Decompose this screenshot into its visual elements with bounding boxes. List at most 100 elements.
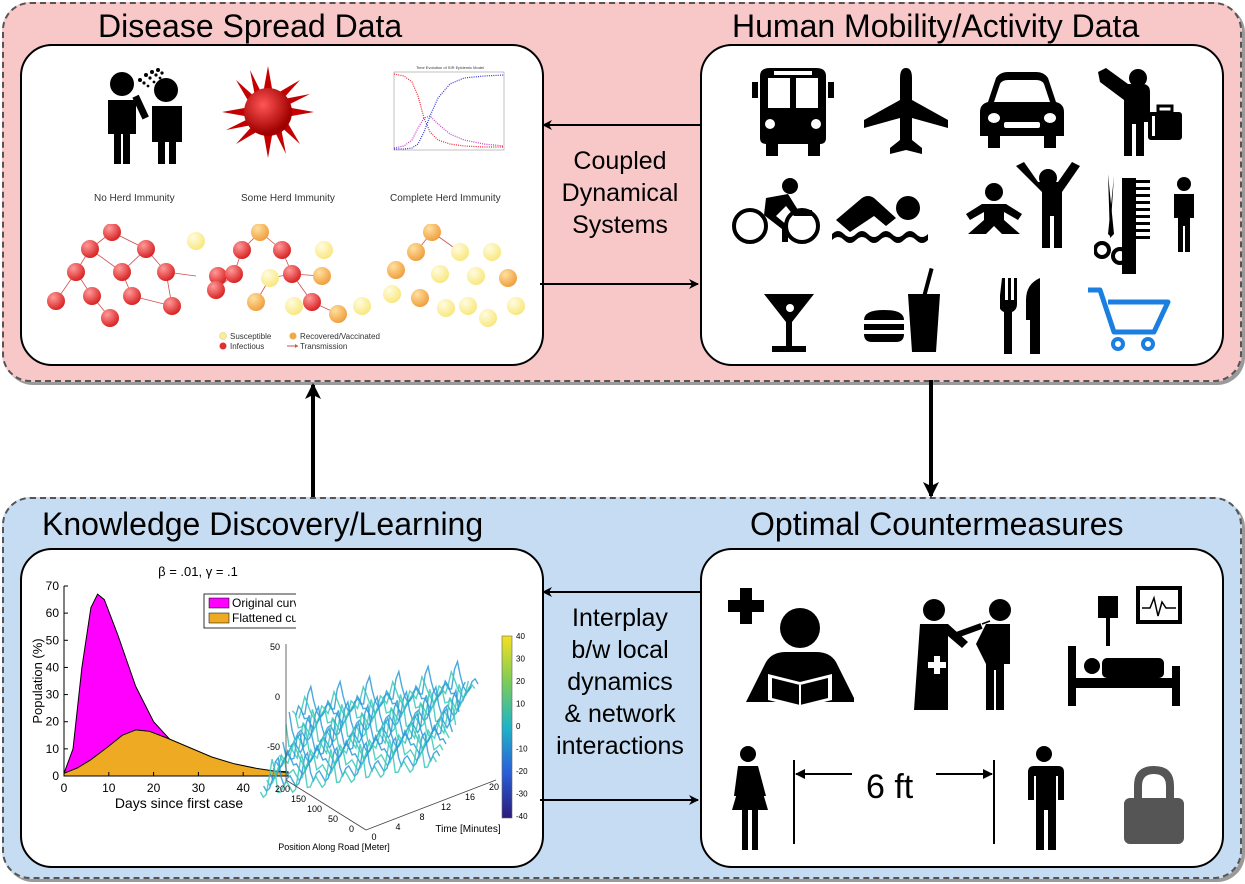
y-tick-label: 40 [46,660,60,674]
y-tick-label: 10 [46,742,60,756]
countermeasures-panel: 6 ft [700,548,1224,868]
surface-mesh-line [272,715,450,775]
herd-immunity-networks [47,224,525,327]
colorbar-tick-label: 0 [516,722,521,731]
legend-swatch-2 [208,612,230,624]
interplay-line-1: Interplay [572,604,668,632]
x-tick-label: 20 [147,781,161,795]
complete-herd-label: Complete Herd Immunity [390,193,501,204]
colorbar-tick-label: 10 [516,700,525,709]
position-tick-label: 200 [275,784,290,794]
y-tick-label: 20 [46,715,60,729]
coupled-systems-label: Coupled Dynamical Systems [555,145,685,241]
legend-swatch-1 [208,597,230,609]
series-area-2 [63,729,289,777]
time-tick-label: 16 [465,792,475,802]
time-tick-label: 0 [371,832,376,842]
medical-reading-icon [728,588,854,708]
no-herd-label: No Herd Immunity [94,193,175,204]
interplay-label: Interplay b/w local dynamics & network i… [548,602,692,762]
airplane-icon [864,68,948,154]
herd-legend-markers-2 [287,332,298,348]
cyclist-icon [732,178,820,244]
colorbar-tick-label: 40 [516,632,525,641]
some-herd-label: Some Herd Immunity [241,193,335,204]
x-tick-label: 10 [102,781,116,795]
knowledge-discovery-title: Knowledge Discovery/Learning [42,506,484,542]
y-axis-label: Population (%) [30,638,45,723]
legend-entry-1: Original curve [232,596,296,610]
position-axis-line [285,779,367,831]
position-tick-label: 0 [349,824,354,834]
coupled-line-1: Coupled [573,147,667,175]
colorbar-tick-label: -20 [516,767,528,776]
x-tick-label: 30 [192,781,206,795]
time-tick-label: 4 [395,822,400,832]
disease-spread-title: Disease Spread Data [98,8,403,44]
position-tick-label: 100 [307,804,322,814]
time-tick-label: 8 [419,812,424,822]
colorbar-tick-label: -40 [516,812,528,821]
disease-spread-panel: Time Evolution of SIR Epidemic Model No … [20,44,544,366]
interplay-line-5: interactions [556,732,684,760]
colorbar-tick-label: 30 [516,655,525,664]
bus-icon [752,68,834,156]
y-tick-label: 0 [52,769,59,783]
time-tick-label: 12 [441,802,451,812]
optimal-countermeasures-title: Optimal Countermeasures [750,506,1124,542]
woman-icon [732,746,768,850]
barber-icon [1094,174,1194,274]
x-axis-label: Days since first case [115,795,244,811]
man-icon [1028,746,1064,850]
y-tick-label: 70 [46,579,60,593]
colorbar-tick-label: -30 [516,790,528,799]
exercise-icon [966,162,1080,248]
lock-icon [1124,766,1184,844]
coupled-line-2: Dynamical [561,179,679,207]
herd-legend-markers [219,332,227,350]
surface-mesh-line [266,728,444,787]
distance-label: 6 ft [866,768,914,806]
vaccination-icon [914,599,1011,710]
surface-mesh-line [275,706,454,769]
z-tick-label: 0 [275,692,280,702]
position-tick-label: 150 [291,794,306,804]
svg-text:Time Evolution of SIR Epidemic: Time Evolution of SIR Epidemic Model [416,65,484,70]
colorbar [501,635,513,819]
virus-icon [222,66,314,158]
surface-mesh-line [282,687,460,757]
surface-mesh-line [298,669,476,724]
time-tick-label: 20 [489,782,499,792]
interplay-line-3: dynamics [567,668,673,696]
time-axis-label: Time [Minutes] [435,824,500,835]
colorbar-tick-label: 20 [516,677,525,686]
surface-mesh-line [288,681,466,742]
z-tick-label: -50 [267,742,280,752]
y-tick-label: 60 [46,606,60,620]
legend-entry-2: Flattened curve [232,611,296,625]
swimmer-icon [832,196,928,243]
interplay-line-4: & network [564,700,676,728]
human-mobility-panel [700,44,1224,366]
chart-title: β = .01, γ = .1 [158,564,238,579]
surface-mesh-line [262,730,441,793]
position-tick-label: 50 [328,814,338,824]
car-icon [980,72,1064,148]
traveler-icon [1098,68,1182,156]
sneeze-icon [108,68,182,164]
fast-food-icon [864,268,940,352]
distance-indicator [793,760,995,844]
surface-mesh-line [285,684,463,748]
shopping-cart-icon [1088,287,1171,351]
surface-mesh-line [291,680,470,736]
time-axis-line [365,779,497,831]
surface-mesh-line [278,697,457,763]
legend-susceptible: Susceptible [230,332,272,341]
sir-model-thumbnail: Time Evolution of SIR Epidemic Model [384,62,510,158]
legend-recovered: Recovered/Vaccinated [300,332,380,341]
z-tick-label: 50 [270,642,280,652]
y-tick-label: 30 [46,688,60,702]
